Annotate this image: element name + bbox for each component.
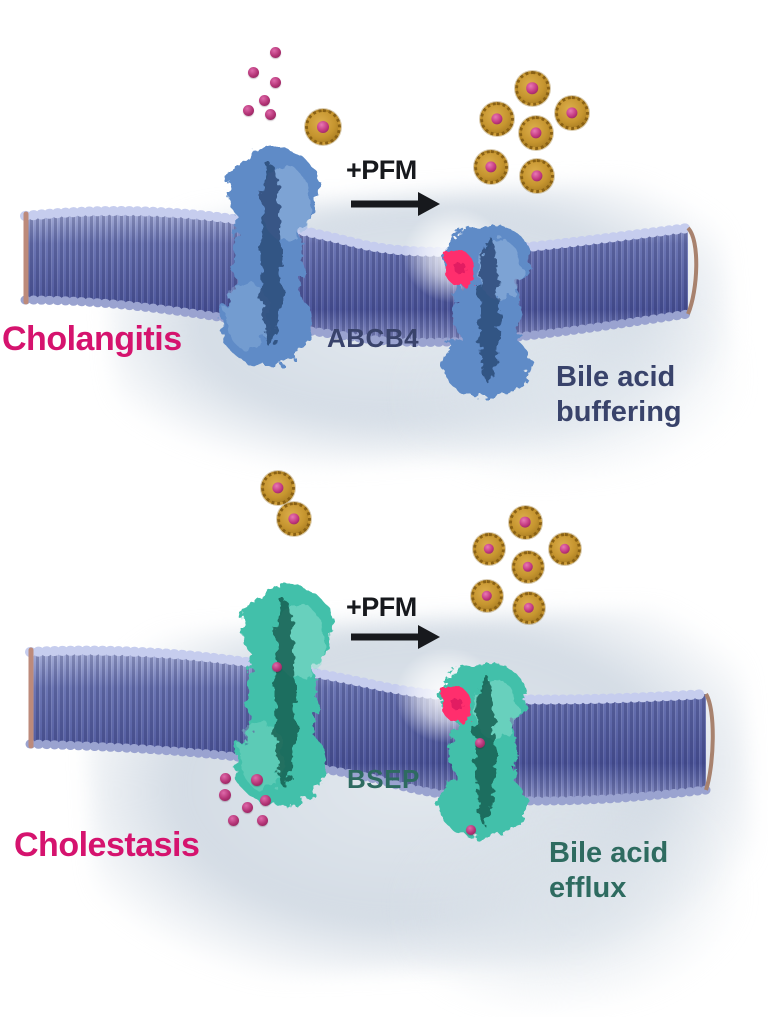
- bsep-label: BSEP: [347, 764, 420, 794]
- pfm-glow-top: [403, 207, 507, 303]
- micelle: [512, 551, 544, 583]
- bile-acid-dot: [256, 814, 268, 826]
- outcome-label-top: Bile acid buffering: [556, 360, 682, 431]
- outcome-bottom-line1: Bile acid: [549, 837, 669, 869]
- lipid-bilayer-top: [20, 206, 699, 347]
- bile-acid-dot: [269, 76, 281, 88]
- bile-acid-core: [566, 107, 578, 119]
- bile-acid-dot: [258, 94, 270, 106]
- bile-acid-dot: [466, 825, 476, 835]
- bile-acid-dot: [475, 738, 485, 748]
- micelle: [261, 471, 295, 505]
- micelle: [480, 102, 514, 136]
- bile-acid-dot: [242, 104, 254, 116]
- bile-acid-dot: [241, 801, 253, 813]
- outcome-top-line2: buffering: [556, 396, 682, 429]
- bile-acid-core: [272, 482, 284, 494]
- abcb4-protein-right: [442, 224, 531, 398]
- bile-acid-core: [559, 543, 571, 555]
- lipid-bilayer-bottom: [25, 645, 715, 806]
- pfm-glow-bottom: [395, 647, 499, 743]
- bile-acid-dot: [219, 789, 231, 801]
- outcome-bottom-line2: efflux: [549, 872, 627, 905]
- micelle: [513, 592, 545, 624]
- bile-acid-dot: [264, 108, 276, 120]
- outcome-label-bottom: Bile acid efflux: [549, 836, 668, 907]
- micelle: [305, 109, 341, 145]
- cytoplasm-cloud-top: [101, 173, 739, 482]
- micelle: [471, 580, 503, 612]
- bile-acid-core: [288, 513, 300, 525]
- pfm-molecule-top: [444, 250, 474, 287]
- bile-acid-core: [317, 121, 329, 133]
- bile-acid-core: [485, 161, 497, 173]
- pfm-molecule-bottom: [441, 686, 471, 723]
- micelle: [277, 502, 311, 536]
- abcb4-label: ABCB4: [327, 323, 420, 353]
- bile-acid-dot: [219, 772, 231, 784]
- pfm-arrow-bottom: [351, 625, 440, 649]
- micelle: [508, 505, 542, 539]
- cytoplasm-cloud-bottom-tail: [386, 767, 754, 1017]
- outcome-top-line1: Bile acid: [556, 361, 676, 393]
- bile-acid-dot: [259, 794, 271, 806]
- micelle: [549, 533, 581, 565]
- bile-acid-core: [491, 113, 503, 125]
- micelle: [519, 116, 553, 150]
- bile-acid-dot: [272, 662, 282, 672]
- bile-acid-core: [523, 602, 535, 614]
- bile-acid-core: [483, 543, 495, 555]
- micelle: [473, 533, 505, 565]
- abcb4-protein-left: [220, 148, 320, 366]
- cytoplasm-cloud-top-tail: [391, 272, 749, 498]
- micelle: [520, 159, 554, 193]
- micelle: [555, 96, 589, 130]
- bile-acid-core: [530, 127, 542, 139]
- cytoplasm-cloud-bottom: [81, 602, 759, 988]
- bsep-protein-right: [438, 662, 527, 838]
- bile-acid-dot: [247, 66, 259, 78]
- bsep-protein-left: [234, 586, 334, 806]
- treatment-label-bottom: +PFM: [346, 592, 417, 622]
- bile-acid-dot: [269, 46, 281, 58]
- bile-acid-core: [522, 561, 534, 573]
- bile-acid-dot: [251, 774, 263, 786]
- treatment-label-top: +PFM: [346, 155, 417, 185]
- bile-acid-core: [531, 170, 543, 182]
- bile-acid-core: [481, 590, 493, 602]
- bile-acid-dot: [227, 814, 239, 826]
- bile-acid-core: [519, 516, 531, 528]
- cholangitis-label: Cholangitis: [2, 320, 182, 358]
- micelle: [514, 70, 550, 106]
- bile-acid-core: [526, 82, 538, 94]
- pfm-arrow-top: [351, 192, 440, 216]
- micelle: [474, 150, 508, 184]
- cholestasis-label: Cholestasis: [14, 826, 200, 864]
